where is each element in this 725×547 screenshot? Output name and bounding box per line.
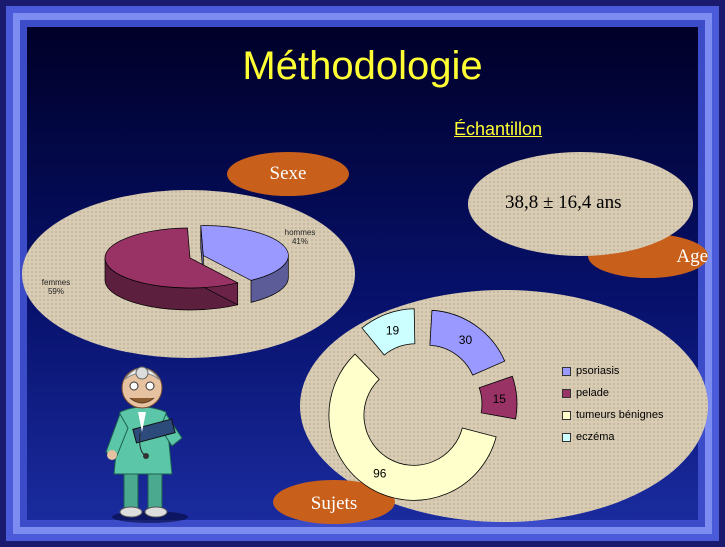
legend-swatch-eczema	[562, 432, 571, 442]
pie-label-hommes: hommes 41%	[276, 228, 324, 246]
legend-item-pelade: pelade	[562, 382, 663, 404]
age-ellipse	[468, 152, 693, 256]
pie-label-femmes-value: 59%	[47, 287, 64, 296]
legend-item-psoriasis: psoriasis	[562, 360, 663, 382]
legend-swatch-pelade	[562, 388, 571, 398]
slide-title: Méthodologie	[242, 44, 483, 88]
pie-label-femmes: femmes 59%	[36, 278, 76, 296]
legend-item-eczema: eczéma	[562, 426, 663, 448]
legend-swatch-psoriasis	[562, 366, 571, 376]
legend-label-eczema: eczéma	[576, 431, 615, 443]
doughnut-slice-2	[328, 353, 497, 501]
pie-label-femmes-name: femmes	[41, 278, 71, 287]
legend-swatch-tumeurs	[562, 410, 571, 420]
doughnut-slice-3	[361, 308, 416, 356]
sample-heading: Échantillon	[454, 119, 543, 139]
doughnut-label-3: 19	[386, 323, 400, 337]
legend-label-psoriasis: psoriasis	[576, 365, 620, 377]
doughnut-legend: psoriasis pelade tumeurs bénignes eczéma	[562, 360, 663, 448]
doughnut-slice-1	[478, 375, 518, 420]
doughnut-label-1: 15	[493, 392, 507, 406]
legend-label-tumeurs: tumeurs bénignes	[576, 409, 664, 421]
pie-slice-femmes	[104, 227, 239, 289]
doughnut-label-2: 96	[373, 467, 387, 481]
pie-label-hommes-value: 41%	[291, 237, 308, 246]
legend-item-tumeurs: tumeurs bénignes	[562, 404, 663, 426]
age-value: 38,8 ± 16,4 ans	[505, 192, 622, 213]
doughnut-label-0: 30	[459, 333, 473, 347]
pie-label-hommes-name: hommes	[284, 228, 316, 237]
pie-slice-hommes	[200, 225, 289, 281]
sexe-tag: Sexe	[227, 152, 349, 196]
legend-label-pelade: pelade	[576, 387, 610, 399]
doughnut-slice-0	[429, 309, 506, 376]
